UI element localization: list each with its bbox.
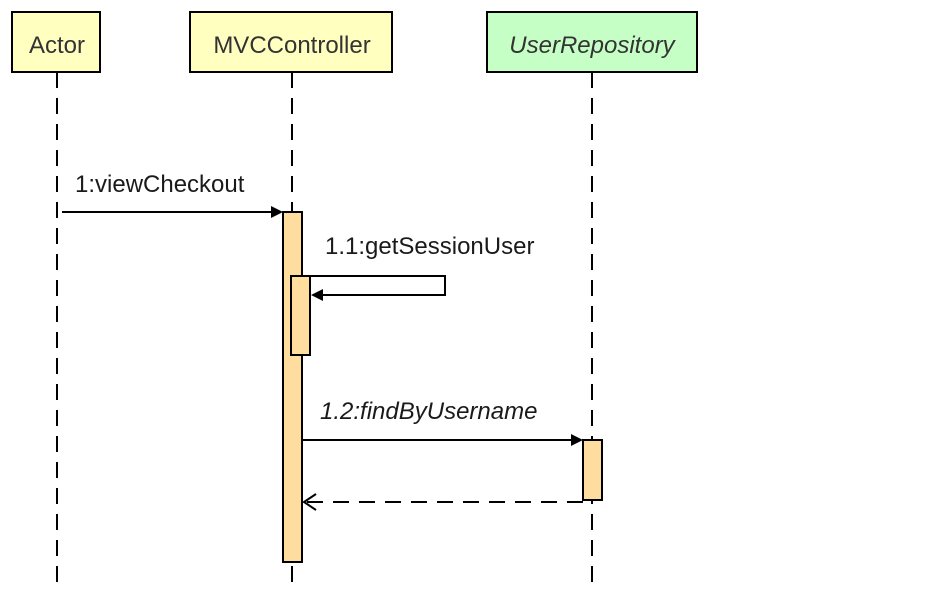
participant-actor-label: Actor [29, 32, 85, 59]
participant-actor[interactable]: Actor [11, 11, 101, 73]
message-get-session-user[interactable]: 1.1:getSessionUser [310, 233, 534, 301]
participant-user-repository[interactable]: UserRepository [486, 11, 698, 73]
message-view-checkout[interactable]: 1:viewCheckout [62, 171, 283, 218]
participant-user-repository-label: UserRepository [509, 32, 676, 59]
message-get-session-user-arrowhead [311, 289, 323, 301]
message-view-checkout-label: 1:viewCheckout [75, 171, 245, 198]
message-view-checkout-arrowhead [271, 206, 283, 218]
activation-user-repository [582, 439, 603, 501]
activation-mvc-controller [282, 211, 303, 563]
participant-mvc-controller-box [189, 11, 393, 73]
activation-mvc-controller-nested [290, 275, 311, 356]
participant-actor-box [11, 11, 101, 73]
message-find-by-username[interactable]: 1.2:findByUsername [302, 398, 583, 446]
participant-user-repository-box [486, 11, 698, 73]
message-get-session-user-label: 1.1:getSessionUser [325, 233, 534, 260]
participant-mvc-controller[interactable]: MVCController [189, 11, 393, 73]
message-get-session-user-line [310, 275, 446, 296]
participant-mvc-controller-label: MVCController [213, 32, 370, 59]
message-find-by-username-label: 1.2:findByUsername [320, 398, 537, 425]
message-find-by-username-arrowhead [571, 434, 583, 446]
message-return[interactable] [302, 493, 583, 511]
message-return-arrowhead [302, 493, 317, 511]
